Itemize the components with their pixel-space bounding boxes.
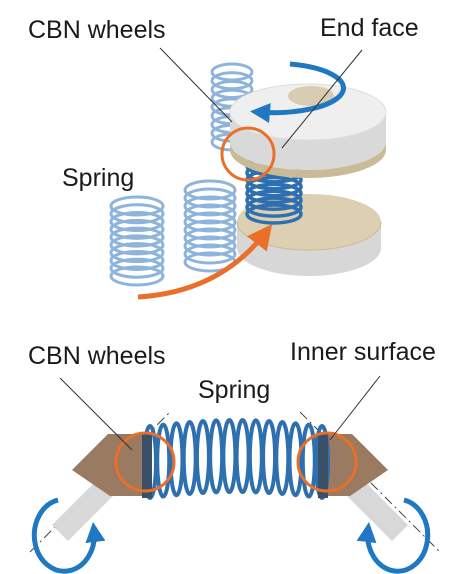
coil-turn: [245, 196, 303, 218]
coil-turn: [109, 226, 165, 248]
coil-turn: [183, 211, 237, 233]
left-grinder-face: [142, 432, 152, 498]
coil-turn: [221, 418, 238, 495]
circle-highlight-icon: [220, 126, 276, 182]
right-grinder: [318, 434, 388, 496]
coil-turn: [245, 189, 303, 212]
circle-highlight-icon: [296, 431, 358, 493]
coil-turn: [245, 182, 303, 205]
spring-left-a: [109, 195, 165, 287]
long-spring: [142, 418, 330, 500]
coil-turn: [287, 421, 304, 498]
label-spring-top: Spring: [62, 164, 135, 192]
coil-turn: [109, 234, 165, 256]
coil-turn: [183, 219, 237, 241]
leader-inner-surface: [329, 375, 381, 441]
coil-turn: [245, 175, 303, 198]
leader-cbn-bottom: [59, 377, 133, 451]
rotation-arrow-icon: [356, 497, 431, 574]
coil-turn: [109, 195, 165, 217]
coil-turn: [181, 420, 198, 497]
spring-left-b: [183, 179, 237, 273]
coil-turn: [194, 419, 211, 496]
coil-turn: [109, 242, 165, 264]
label-cbn-wheels-top: CBN wheels: [28, 16, 166, 44]
coil-turn: [261, 419, 278, 496]
axis-line-right: [299, 411, 441, 553]
coil-turn: [183, 243, 237, 265]
coil-turn: [109, 218, 165, 240]
label-inner-surface: Inner surface: [290, 338, 436, 366]
coil-turn: [109, 257, 165, 279]
right-shaft: [346, 479, 408, 541]
label-end-face: End face: [320, 14, 419, 42]
coil-turn: [109, 203, 165, 225]
lower-wheel: [236, 194, 382, 276]
left-grinder: [72, 434, 148, 496]
right-grinder-face: [318, 432, 328, 498]
coil-turn: [183, 227, 237, 249]
circle-highlight-icon: [114, 431, 176, 493]
coil-turn: [245, 203, 303, 225]
coil-turn: [208, 418, 225, 495]
feed-arrow-icon: [137, 224, 273, 300]
coil-turn: [109, 249, 165, 271]
label-spring-bottom: Spring: [198, 376, 271, 404]
coil-turn: [247, 418, 264, 495]
coil-turn: [234, 418, 251, 495]
label-cbn-wheels-bottom: CBN wheels: [28, 342, 166, 370]
coil-turn: [183, 179, 237, 201]
coil-turn: [183, 195, 237, 217]
coil-turn: [274, 420, 291, 497]
rotation-arrow-icon: [31, 497, 106, 574]
coil-turn: [109, 211, 165, 233]
coil-turn: [109, 265, 165, 287]
coil-turn: [183, 235, 237, 257]
upper-wheel: [229, 83, 387, 178]
coil-turn: [183, 203, 237, 225]
leader-cbn-top: [159, 47, 233, 123]
coil-turn: [183, 187, 237, 209]
leader-end-face: [281, 49, 363, 149]
rotation-arrow-icon: [250, 61, 346, 123]
coil-turn: [168, 421, 185, 498]
left-shaft: [52, 479, 114, 541]
